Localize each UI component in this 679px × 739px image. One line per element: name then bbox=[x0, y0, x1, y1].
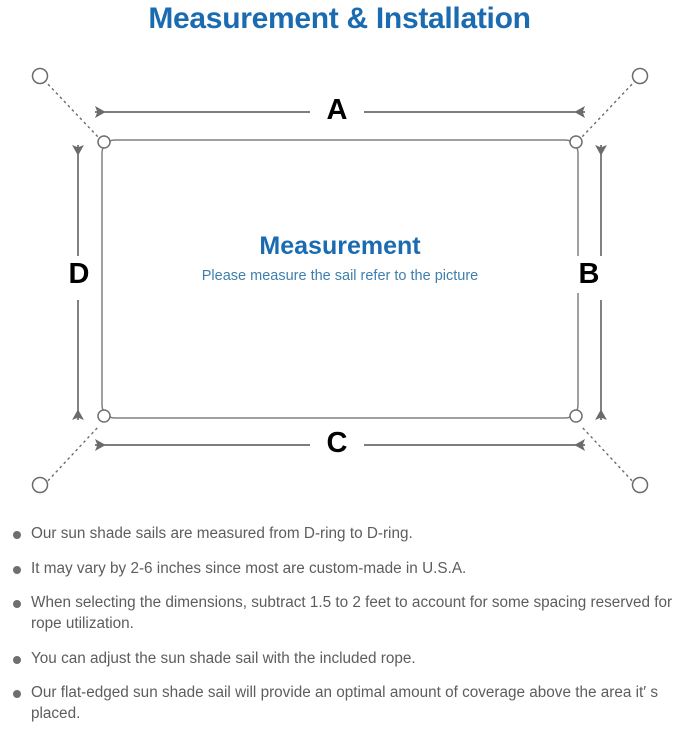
d-ring-bottom-left bbox=[97, 409, 111, 423]
bullet-icon bbox=[13, 655, 21, 664]
bullet-icon bbox=[13, 600, 21, 609]
list-item-text: Our flat-edged sun shade sail will provi… bbox=[31, 684, 659, 722]
sail-outline bbox=[101, 139, 579, 419]
list-item-text: When selecting the dimensions, subtract … bbox=[31, 594, 673, 632]
dimension-label-c: C bbox=[310, 426, 364, 461]
d-ring-top-left bbox=[97, 135, 111, 149]
sail-measurement-diagram: A B C D Measurement Please measure the s… bbox=[0, 48, 679, 518]
rope-top-right bbox=[580, 79, 637, 139]
list-item: When selecting the dimensions, subtract … bbox=[0, 593, 679, 634]
rope-bottom-left bbox=[43, 425, 100, 486]
bullet-icon bbox=[13, 690, 21, 699]
notes-list: Our sun shade sails are measured from D-… bbox=[0, 524, 679, 738]
anchor-point-bottom-right bbox=[631, 476, 649, 494]
list-item-text: You can adjust the sun shade sail with t… bbox=[31, 649, 416, 667]
bullet-icon bbox=[13, 531, 21, 539]
page-title: Measurement & Installation bbox=[148, 2, 531, 35]
anchor-point-top-right bbox=[631, 67, 649, 85]
diagram-svg bbox=[31, 67, 649, 494]
dimension-label-b: B bbox=[572, 256, 606, 293]
d-rings bbox=[97, 135, 583, 423]
bullet-icon bbox=[13, 565, 21, 574]
list-item: Our flat-edged sun shade sail will provi… bbox=[0, 683, 679, 724]
anchor-points bbox=[31, 67, 649, 494]
list-item-text: Our sun shade sails are measured from D-… bbox=[31, 525, 413, 542]
anchor-point-bottom-left bbox=[31, 476, 49, 494]
dimension-label-a: A bbox=[310, 93, 364, 128]
list-item: You can adjust the sun shade sail with t… bbox=[0, 649, 679, 670]
anchor-point-top-left bbox=[31, 67, 49, 85]
list-item: It may vary by 2-6 inches since most are… bbox=[0, 559, 679, 580]
rope-top-left bbox=[43, 79, 100, 139]
d-ring-top-right bbox=[569, 135, 583, 149]
list-item-text: It may vary by 2-6 inches since most are… bbox=[31, 559, 467, 577]
list-item: Our sun shade sails are measured from D-… bbox=[0, 524, 679, 545]
rope-lines bbox=[43, 79, 637, 486]
dimension-label-d: D bbox=[62, 256, 96, 293]
d-ring-bottom-right bbox=[569, 409, 583, 423]
rope-bottom-right bbox=[580, 425, 637, 486]
